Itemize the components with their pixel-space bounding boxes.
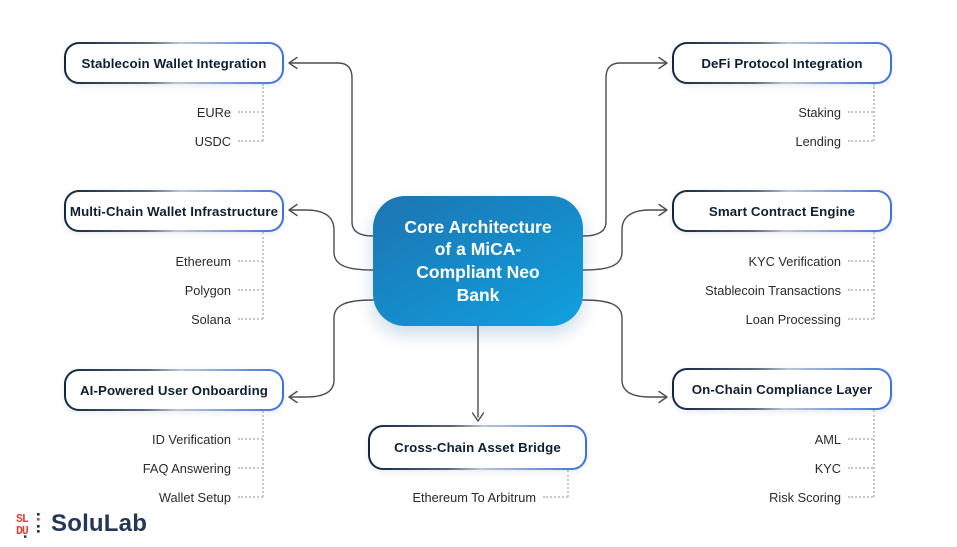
item-label: USDC — [194, 133, 231, 149]
branch-box: DeFi Protocol Integration — [672, 42, 892, 84]
dotted-connector-horizontal — [238, 260, 263, 262]
dotted-connector-horizontal — [238, 438, 263, 440]
connector-left-bottom — [289, 299, 374, 398]
item-label: KYC — [814, 460, 841, 476]
branch-box: AI-Powered User Onboarding — [64, 369, 284, 411]
dotted-connector-horizontal — [238, 318, 263, 320]
arrowhead-left-bottom — [288, 390, 298, 404]
branch-label: Stablecoin Wallet Integration — [81, 55, 267, 71]
branch-box: Stablecoin Wallet Integration — [64, 42, 284, 84]
branch-box-inner: Cross-Chain Asset Bridge — [370, 427, 585, 468]
branch-label: Cross-Chain Asset Bridge — [394, 440, 561, 455]
center-title-line: of a MiCA- — [434, 239, 522, 260]
dotted-connector-horizontal — [238, 140, 263, 142]
dotted-connector-horizontal — [848, 467, 873, 469]
dotted-connector-horizontal — [848, 318, 873, 320]
arrowhead-left-middle — [288, 203, 298, 217]
arrowhead-left-top — [288, 56, 298, 70]
item-label: Stablecoin Transactions — [705, 282, 841, 298]
item-label: Loan Processing — [745, 311, 841, 327]
dotted-connector-horizontal — [848, 289, 873, 291]
item-label: EURe — [196, 104, 231, 120]
branch-box: Smart Contract Engine — [672, 190, 892, 232]
dotted-connector-horizontal — [848, 111, 873, 113]
arrowhead-bottom — [471, 412, 485, 422]
connector-right-bottom — [582, 299, 667, 398]
svg-text:DU: DU — [16, 525, 29, 538]
branch-label: Smart Contract Engine — [708, 203, 856, 219]
dotted-connector-horizontal — [238, 467, 263, 469]
dotted-connector-vertical — [567, 470, 569, 497]
branch-label: DeFi Protocol Integration — [701, 55, 863, 71]
branch-box-inner: Stablecoin Wallet Integration — [66, 44, 282, 82]
dotted-connector-horizontal — [238, 289, 263, 291]
center-title-line: Core Architecture — [404, 216, 552, 237]
branch-label: On-Chain Compliance Layer — [691, 381, 873, 397]
branch-box-inner: AI-Powered User Onboarding — [66, 371, 282, 409]
center-node: Core Architecture of a MiCA- Compliant N… — [373, 196, 583, 326]
branch-label: Multi-Chain Wallet Infrastructure — [69, 203, 279, 219]
branch-box: On-Chain Compliance Layer — [672, 368, 892, 410]
connector-right-top — [582, 62, 667, 237]
solulab-logo-icon: SL DU — [16, 512, 40, 538]
item-label: Wallet Setup — [158, 489, 231, 505]
dotted-connector-horizontal — [848, 496, 873, 498]
dotted-connector-vertical — [262, 411, 264, 497]
dotted-connector-horizontal — [848, 438, 873, 440]
dotted-connector-horizontal — [238, 496, 263, 498]
item-label: KYC Verification — [748, 253, 841, 269]
arrowhead-right-bottom — [658, 390, 668, 404]
dotted-connector-horizontal — [543, 496, 568, 498]
branch-box-inner: Smart Contract Engine — [674, 192, 890, 230]
item-label: Solana — [191, 311, 231, 327]
center-title-line: Compliant Neo — [416, 262, 540, 282]
center-title-line: Bank — [456, 284, 500, 305]
item-label: Polygon — [184, 282, 231, 298]
item-label: Lending — [795, 133, 841, 149]
branch-box-inner: DeFi Protocol Integration — [674, 44, 890, 82]
dotted-connector-vertical — [262, 84, 264, 141]
dotted-connector-horizontal — [238, 111, 263, 113]
dotted-connector-horizontal — [848, 260, 873, 262]
branch-box: Multi-Chain Wallet Infrastructure — [64, 190, 284, 232]
connector-right-middle — [582, 209, 667, 271]
svg-text:SL: SL — [16, 513, 29, 526]
dotted-connector-horizontal — [848, 140, 873, 142]
dotted-connector-vertical — [873, 84, 875, 141]
dotted-connector-vertical — [873, 232, 875, 319]
branch-box-inner: On-Chain Compliance Layer — [674, 370, 890, 408]
arrowhead-right-top — [658, 56, 668, 70]
dotted-connector-vertical — [873, 410, 875, 497]
arrowhead-right-middle — [658, 203, 668, 217]
branch-box: Cross-Chain Asset Bridge — [368, 425, 587, 470]
item-label: Staking — [798, 104, 841, 120]
solulab-logo: SL DU SoluLab — [16, 508, 147, 540]
center-node-title: Core Architecture of a MiCA- Compliant N… — [404, 216, 551, 307]
item-label: AML — [814, 431, 841, 447]
item-label: Ethereum — [175, 253, 231, 269]
item-label: Risk Scoring — [769, 489, 841, 505]
item-label: FAQ Answering — [142, 460, 231, 476]
connector-left-middle — [289, 209, 374, 271]
item-label: ID Verification — [152, 431, 231, 447]
branch-label: AI-Powered User Onboarding — [79, 382, 269, 398]
branch-box-inner: Multi-Chain Wallet Infrastructure — [66, 192, 282, 230]
dotted-connector-vertical — [262, 232, 264, 319]
solulab-logo-text: SoluLab — [51, 510, 148, 537]
connector-left-top — [289, 62, 374, 237]
item-label: Ethereum To Arbitrum — [412, 489, 536, 505]
